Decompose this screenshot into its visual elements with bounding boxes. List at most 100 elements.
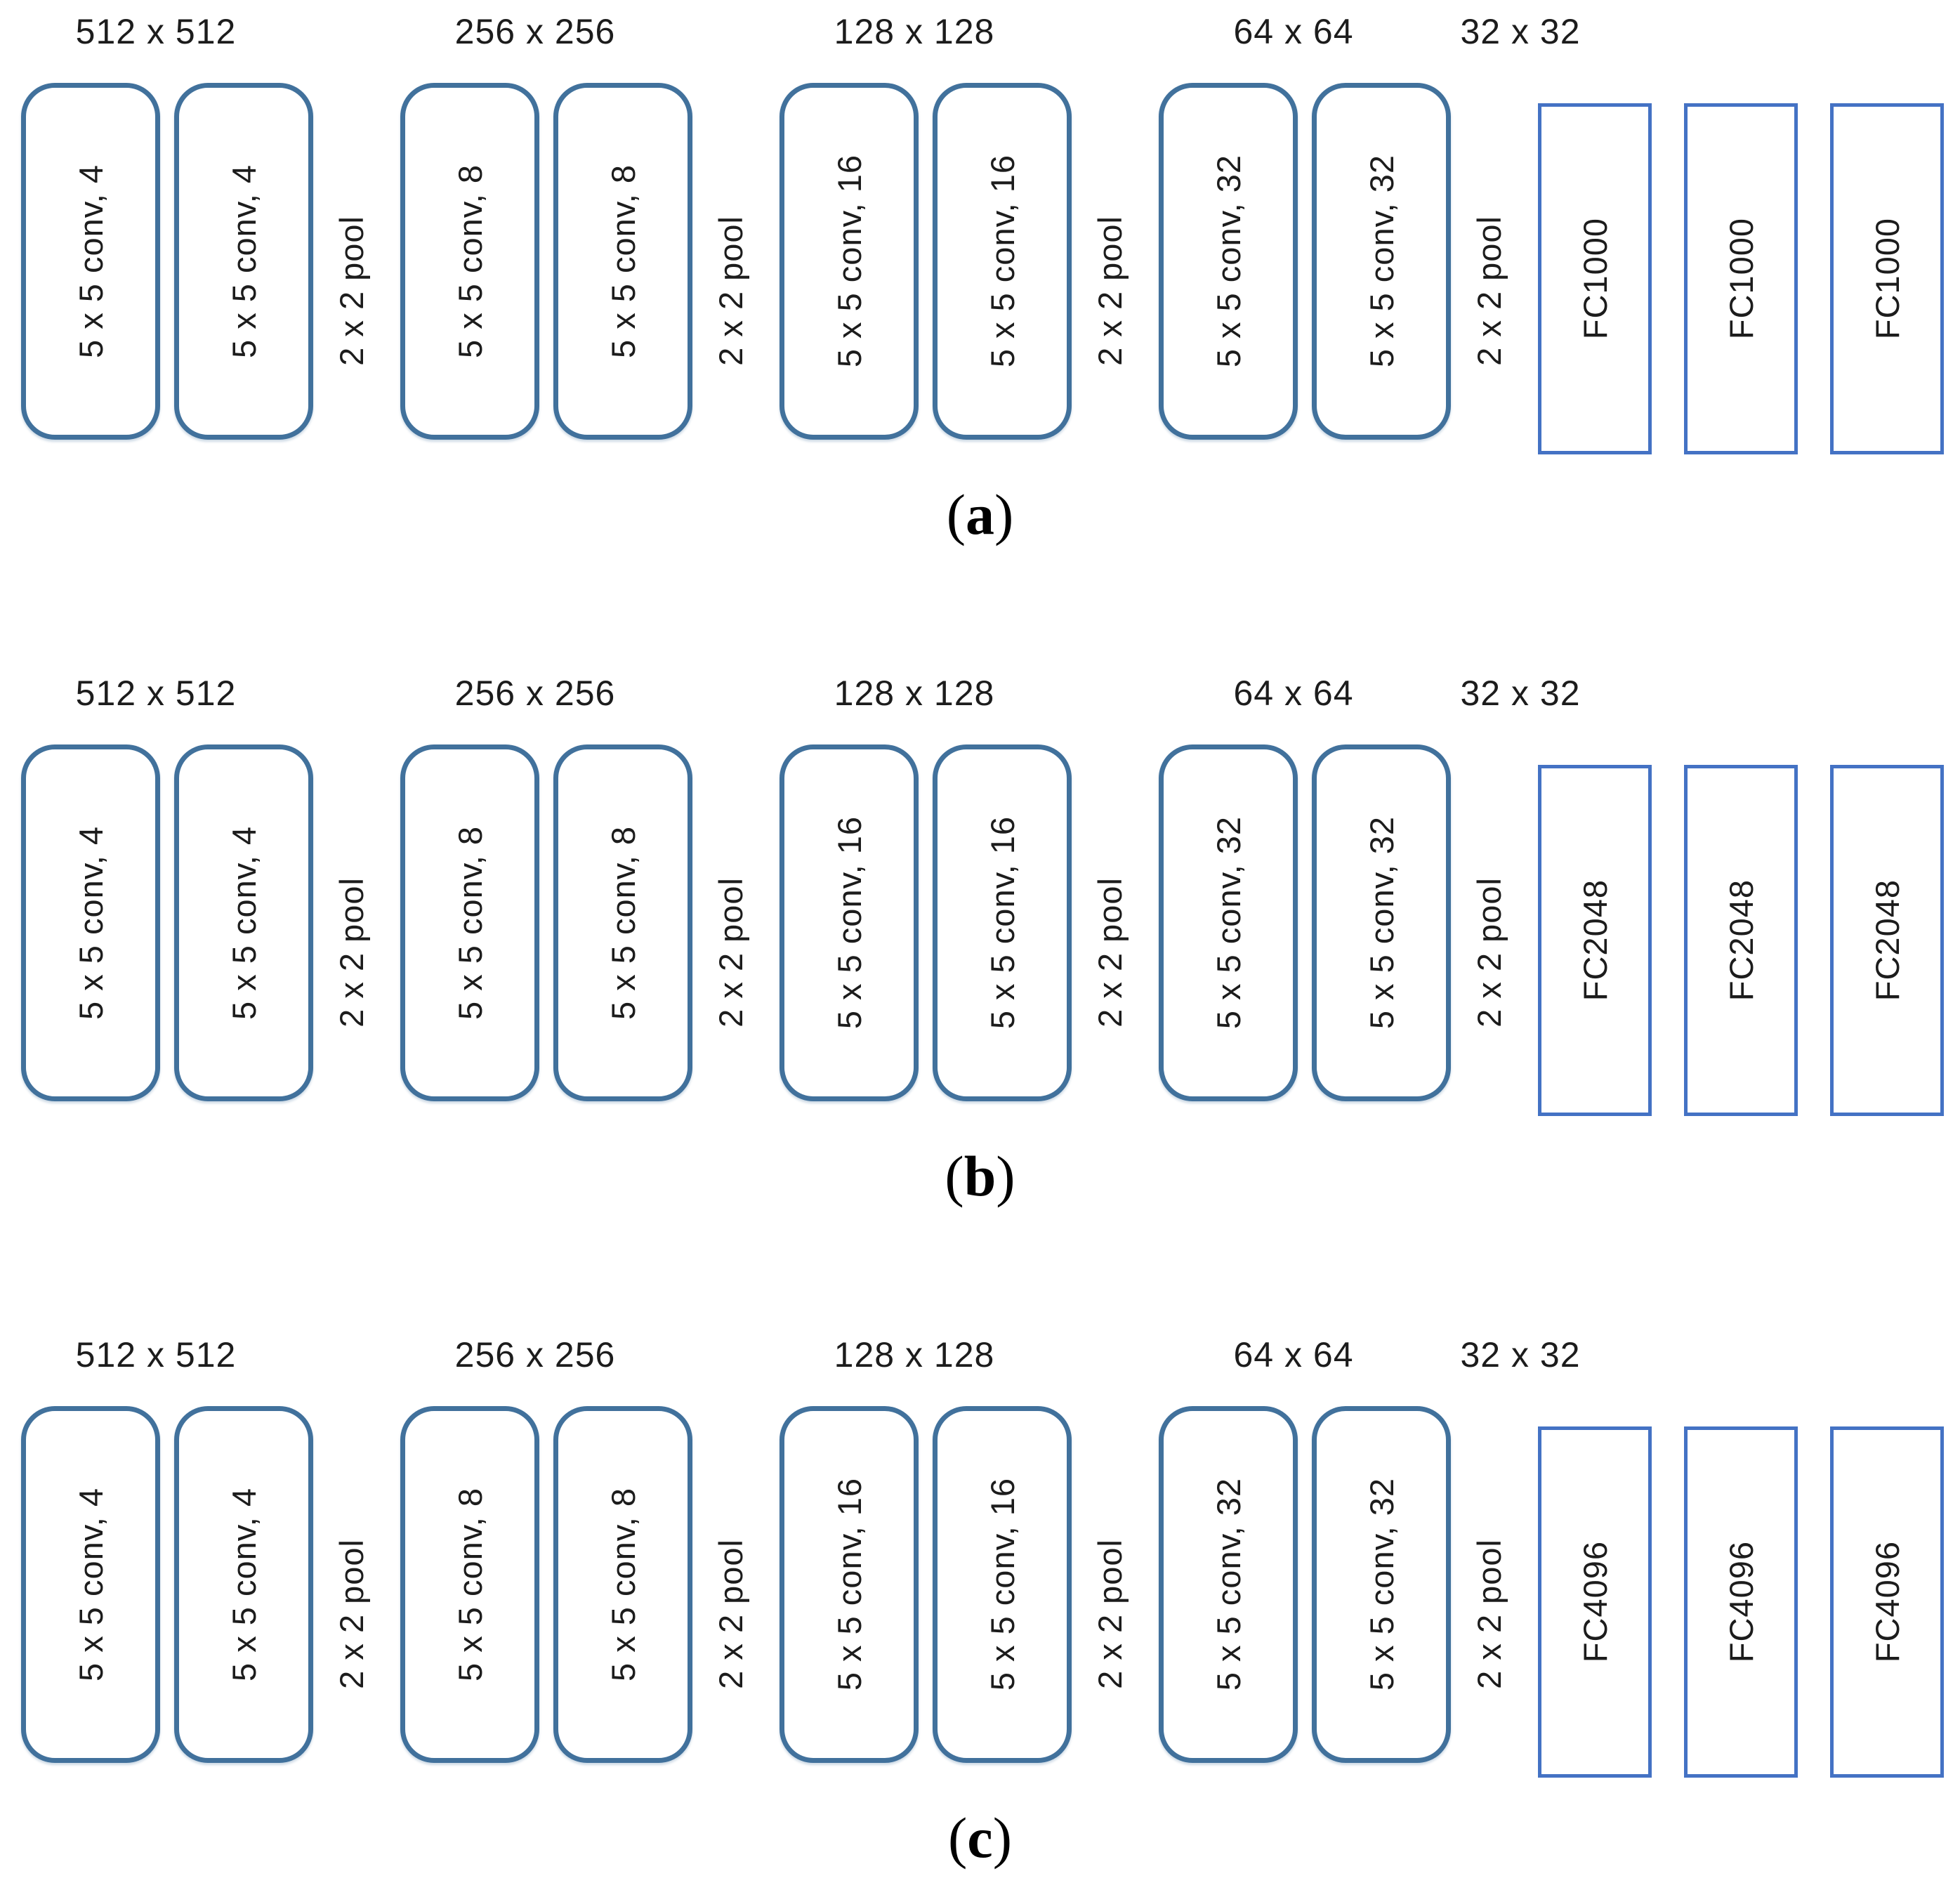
pool-layer-label: 2 x 2 pool — [1091, 216, 1129, 366]
conv-layer-box: 5 x 5 conv, 8 — [400, 83, 539, 440]
conv-layer-box: 5 x 5 conv, 4 — [21, 1406, 160, 1763]
pool-layer-label: 2 x 2 pool — [1470, 877, 1508, 1028]
conv-layer-label: 5 x 5 conv, 32 — [1362, 155, 1400, 368]
feature-map-size-label: 256 x 256 — [454, 674, 616, 713]
pool-layer-slot: 2 x 2 pool — [678, 1406, 783, 1763]
pool-layer-label: 2 x 2 pool — [711, 877, 749, 1028]
conv-layer-box: 5 x 5 conv, 4 — [21, 83, 160, 440]
feature-map-size-label: 256 x 256 — [454, 1335, 616, 1374]
fully-connected-box: FC4096 — [1830, 1426, 1944, 1778]
conv-layer-label: 5 x 5 conv, 32 — [1209, 816, 1247, 1030]
fully-connected-box: FC2048 — [1830, 765, 1944, 1116]
conv-layer-box: 5 x 5 conv, 32 — [1312, 1406, 1451, 1763]
conv-layer-label: 5 x 5 conv, 16 — [830, 816, 868, 1030]
pool-layer-label: 2 x 2 pool — [1091, 877, 1129, 1028]
caption-paren-close: ) — [996, 1144, 1015, 1208]
conv-layer-label: 5 x 5 conv, 16 — [983, 816, 1021, 1030]
pool-layer-label: 2 x 2 pool — [332, 216, 370, 366]
feature-map-size-label-final: 32 x 32 — [1460, 1335, 1581, 1374]
conv-layer-label: 5 x 5 conv, 16 — [830, 155, 868, 368]
pool-layer-label: 2 x 2 pool — [1091, 1539, 1129, 1689]
feature-map-size-label: 512 x 512 — [75, 1335, 237, 1374]
feature-map-size-label: 128 x 128 — [834, 12, 995, 51]
caption-paren-open: ( — [946, 483, 966, 546]
architecture-row: 512 x 512 256 x 256 128 x 128 64 x 64 32 x 3… — [0, 1323, 1960, 1883]
conv-layer-label: 5 x 5 conv, 16 — [830, 1478, 868, 1691]
conv-layer-label: 5 x 5 conv, 32 — [1362, 1478, 1400, 1691]
conv-layer-box: 5 x 5 conv, 8 — [553, 83, 692, 440]
caption-letter: b — [963, 1144, 997, 1208]
conv-layer-label: 5 x 5 conv, 4 — [225, 164, 263, 358]
conv-layer-label: 5 x 5 conv, 8 — [451, 164, 489, 358]
conv-layer-box: 5 x 5 conv, 32 — [1312, 744, 1451, 1101]
pool-layer-label: 2 x 2 pool — [1470, 216, 1508, 366]
pool-layer-label: 2 x 2 pool — [1470, 1539, 1508, 1689]
pool-layer-slot: 2 x 2 pool — [1436, 744, 1541, 1101]
conv-layer-label: 5 x 5 conv, 4 — [225, 1488, 263, 1681]
fully-connected-label: FC1000 — [1576, 218, 1614, 340]
pool-layer-slot: 2 x 2 pool — [1436, 83, 1541, 440]
fully-connected-label: FC1000 — [1722, 218, 1760, 340]
fully-connected-label: FC1000 — [1868, 218, 1906, 340]
conv-layer-label: 5 x 5 conv, 16 — [983, 1478, 1021, 1691]
feature-map-size-label: 64 x 64 — [1233, 1335, 1354, 1374]
conv-layer-label: 5 x 5 conv, 16 — [983, 155, 1021, 368]
conv-layer-label: 5 x 5 conv, 4 — [72, 164, 110, 358]
conv-layer-box: 5 x 5 conv, 16 — [780, 1406, 919, 1763]
conv-layer-box: 5 x 5 conv, 4 — [174, 1406, 313, 1763]
conv-layer-box: 5 x 5 conv, 32 — [1159, 744, 1298, 1101]
conv-layer-box: 5 x 5 conv, 32 — [1312, 83, 1451, 440]
conv-layer-box: 5 x 5 conv, 32 — [1159, 1406, 1298, 1763]
conv-layer-label: 5 x 5 conv, 8 — [604, 1488, 642, 1681]
fully-connected-box: FC4096 — [1538, 1426, 1652, 1778]
subfigure-caption: (a) — [0, 482, 1960, 548]
conv-layer-box: 5 x 5 conv, 16 — [933, 744, 1072, 1101]
pool-layer-slot: 2 x 2 pool — [678, 83, 783, 440]
feature-map-size-label: 128 x 128 — [834, 1335, 995, 1374]
caption-paren-open: ( — [947, 1806, 968, 1870]
feature-map-size-label: 64 x 64 — [1233, 12, 1354, 51]
conv-layer-box: 5 x 5 conv, 8 — [400, 744, 539, 1101]
pool-layer-label: 2 x 2 pool — [711, 216, 749, 366]
feature-map-size-label: 64 x 64 — [1233, 674, 1354, 713]
conv-layer-label: 5 x 5 conv, 32 — [1209, 155, 1247, 368]
pool-layer-slot: 2 x 2 pool — [298, 83, 404, 440]
caption-letter: c — [967, 1806, 993, 1870]
fully-connected-box: FC1000 — [1830, 103, 1944, 454]
fully-connected-label: FC2048 — [1868, 879, 1906, 1002]
pool-layer-slot: 2 x 2 pool — [1057, 744, 1162, 1101]
conv-layer-box: 5 x 5 conv, 32 — [1159, 83, 1298, 440]
pool-layer-label: 2 x 2 pool — [332, 1539, 370, 1689]
fully-connected-label: FC4096 — [1576, 1541, 1614, 1663]
caption-letter: a — [966, 483, 994, 546]
fully-connected-box: FC1000 — [1684, 103, 1798, 454]
caption-paren-open: ( — [945, 1144, 964, 1208]
conv-layer-label: 5 x 5 conv, 4 — [72, 826, 110, 1020]
fully-connected-box: FC4096 — [1684, 1426, 1798, 1778]
conv-layer-box: 5 x 5 conv, 4 — [174, 83, 313, 440]
feature-map-size-label: 512 x 512 — [75, 674, 237, 713]
conv-layer-box: 5 x 5 conv, 8 — [553, 1406, 692, 1763]
pool-layer-slot: 2 x 2 pool — [678, 744, 783, 1101]
conv-layer-label: 5 x 5 conv, 32 — [1362, 816, 1400, 1030]
fully-connected-label: FC2048 — [1722, 879, 1760, 1002]
conv-layer-label: 5 x 5 conv, 8 — [604, 164, 642, 358]
conv-layer-label: 5 x 5 conv, 8 — [451, 1488, 489, 1681]
subfigure-caption: (b) — [0, 1143, 1960, 1209]
architecture-row: 512 x 512 256 x 256 128 x 128 64 x 64 32 x 3… — [0, 662, 1960, 1323]
fully-connected-box: FC1000 — [1538, 103, 1652, 454]
pool-layer-slot: 2 x 2 pool — [1057, 83, 1162, 440]
feature-map-size-label-final: 32 x 32 — [1460, 674, 1581, 713]
conv-layer-box: 5 x 5 conv, 16 — [933, 1406, 1072, 1763]
feature-map-size-label: 128 x 128 — [834, 674, 995, 713]
conv-layer-box: 5 x 5 conv, 16 — [933, 83, 1072, 440]
conv-layer-label: 5 x 5 conv, 4 — [225, 826, 263, 1020]
conv-layer-box: 5 x 5 conv, 16 — [780, 744, 919, 1101]
conv-layer-label: 5 x 5 conv, 32 — [1209, 1478, 1247, 1691]
pool-layer-label: 2 x 2 pool — [711, 1539, 749, 1689]
caption-paren-close: ) — [992, 1806, 1013, 1870]
fully-connected-label: FC4096 — [1722, 1541, 1760, 1663]
fully-connected-label: FC2048 — [1576, 879, 1614, 1002]
